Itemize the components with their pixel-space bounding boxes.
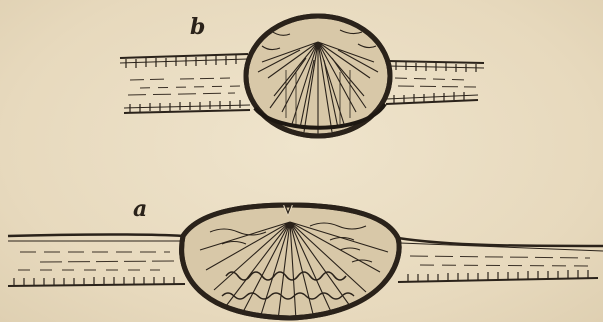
figure-label-b: b (190, 14, 205, 40)
nodule-a (8, 203, 603, 320)
figure-label-a: a (133, 196, 147, 222)
nodule-b (120, 16, 484, 136)
